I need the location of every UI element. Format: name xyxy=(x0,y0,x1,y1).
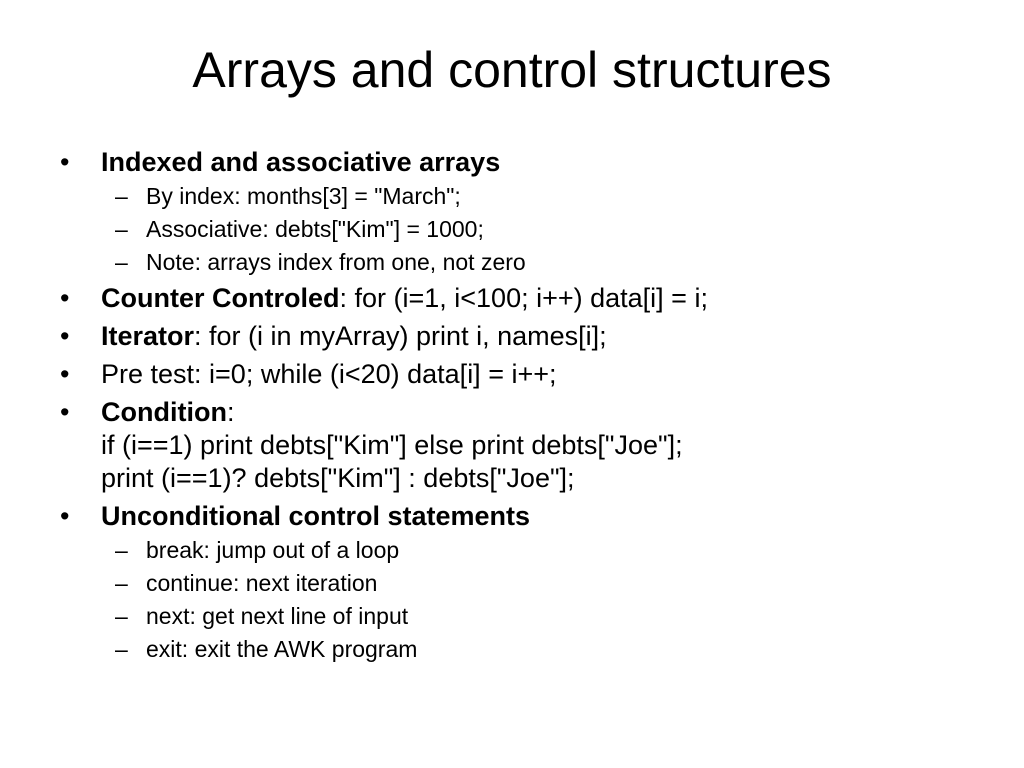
sub-item-text: exit: exit the AWK program xyxy=(146,636,418,662)
sub-item: – Associative: debts["Kim"] = 1000; xyxy=(101,215,1000,244)
bullet-label: Counter Controled xyxy=(101,283,340,313)
sub-item-text: By index: months[3] = "March"; xyxy=(146,183,461,209)
sub-item: – Note: arrays index from one, not zero xyxy=(101,248,1000,277)
condition-line-ternary: print (i==1)? debts["Kim"] : debts["Joe"… xyxy=(101,463,575,493)
bullet-label: Condition xyxy=(101,397,227,427)
bullet-text: : xyxy=(226,397,235,427)
bullet-list: • Indexed and associative arrays – By in… xyxy=(60,146,1000,669)
bullet-icon: • xyxy=(60,397,70,427)
bullet-text: : for (i=1, i<100; i++) data[i] = i; xyxy=(339,283,708,313)
bullet-icon: • xyxy=(60,283,70,313)
bullet-icon: • xyxy=(60,147,70,177)
sub-item-text: continue: next iteration xyxy=(146,570,378,596)
sub-item-text: Note: arrays index from one, not zero xyxy=(146,249,526,275)
slide-title: Arrays and control structures xyxy=(192,42,832,98)
sub-item-text: Associative: debts["Kim"] = 1000; xyxy=(146,216,484,242)
sub-item-text: break: jump out of a loop xyxy=(146,537,400,563)
sub-item: – break: jump out of a loop xyxy=(101,536,1000,565)
dash-icon: – xyxy=(115,636,128,662)
bullet-icon: • xyxy=(60,359,70,389)
bullet-item-counter-controled: • Counter Controled: for (i=1, i<100; i+… xyxy=(60,282,1000,315)
sub-item: – By index: months[3] = "March"; xyxy=(101,182,1000,211)
bullet-label: Unconditional control statements xyxy=(101,501,531,531)
condition-line-if: if (i==1) print debts["Kim"] else print … xyxy=(101,430,683,460)
dash-icon: – xyxy=(115,249,128,275)
bullet-label: Indexed and associative arrays xyxy=(101,147,501,177)
bullet-label: Iterator xyxy=(101,321,195,351)
bullet-item-iterator: • Iterator: for (i in myArray) print i, … xyxy=(60,320,1000,353)
bullet-text: Pre test: i=0; while (i<20) data[i] = i+… xyxy=(101,359,557,389)
sub-item: – exit: exit the AWK program xyxy=(101,635,1000,664)
bullet-item-arrays: • Indexed and associative arrays – By in… xyxy=(60,146,1000,277)
dash-icon: – xyxy=(115,570,128,596)
bullet-icon: • xyxy=(60,321,70,351)
sub-list: – By index: months[3] = "March"; – Assoc… xyxy=(101,182,1000,277)
dash-icon: – xyxy=(115,183,128,209)
bullet-item-unconditional: • Unconditional control statements – bre… xyxy=(60,500,1000,664)
dash-icon: – xyxy=(115,216,128,242)
dash-icon: – xyxy=(115,603,128,629)
dash-icon: – xyxy=(115,537,128,563)
sub-list: – break: jump out of a loop – continue: … xyxy=(101,536,1000,664)
bullet-text: : for (i in myArray) print i, names[i]; xyxy=(194,321,607,351)
sub-item-text: next: get next line of input xyxy=(146,603,409,629)
bullet-item-condition: • Condition: if (i==1) print debts["Kim"… xyxy=(60,396,1000,495)
bullet-item-pre-test: • Pre test: i=0; while (i<20) data[i] = … xyxy=(60,358,1000,391)
bullet-icon: • xyxy=(60,501,70,531)
sub-item: – next: get next line of input xyxy=(101,602,1000,631)
sub-item: – continue: next iteration xyxy=(101,569,1000,598)
